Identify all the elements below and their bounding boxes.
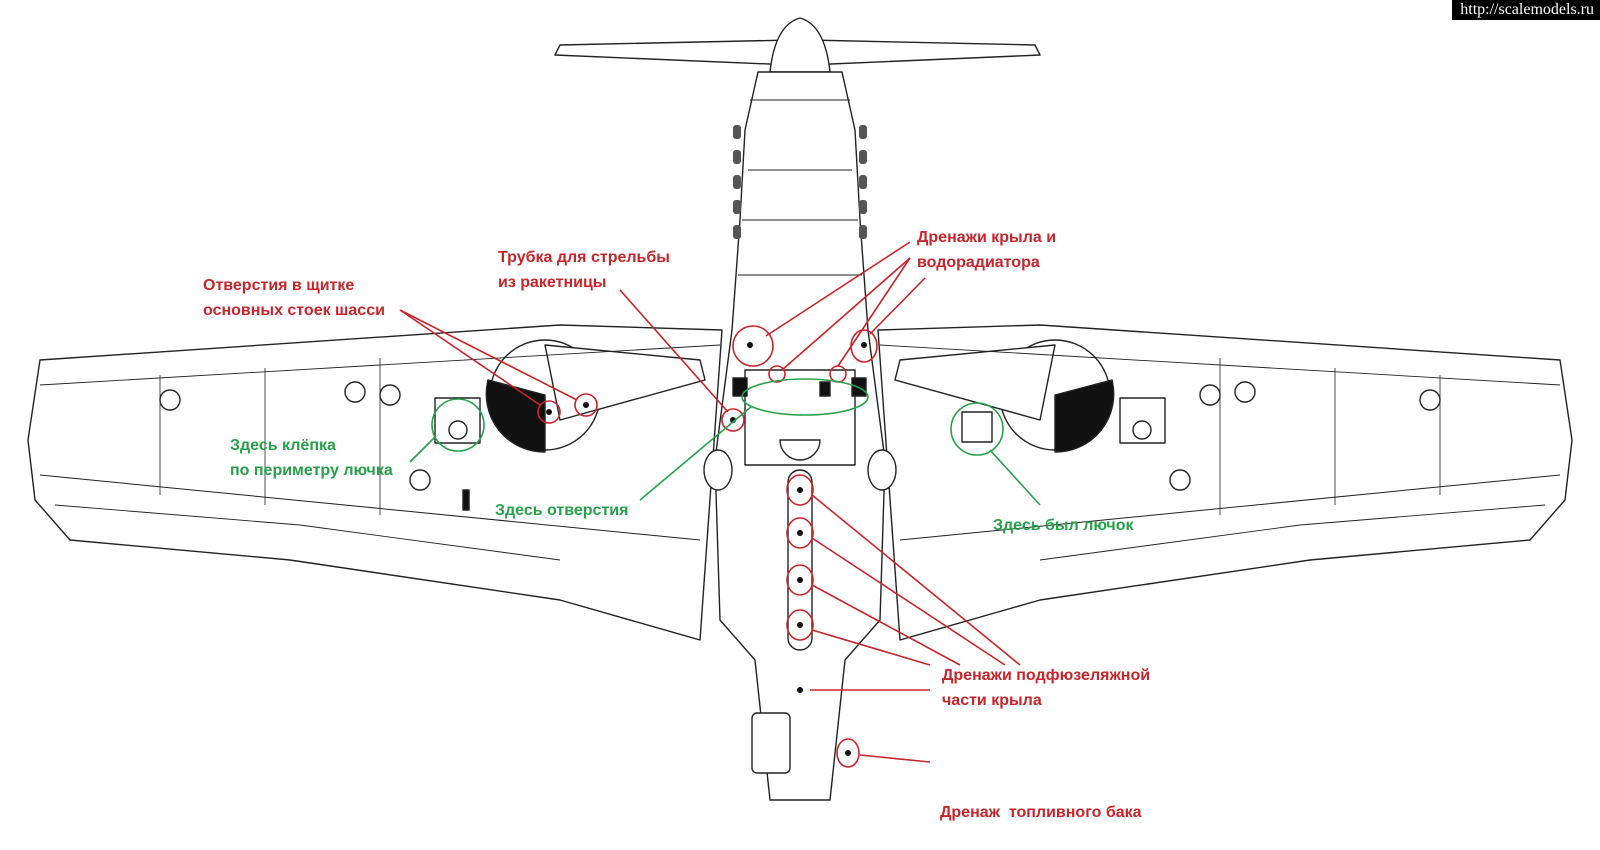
right-landing-gear (894, 339, 1115, 453)
annotation-fuel-tank-drain: Дренаж топливного бака (940, 804, 1142, 821)
annotation-flare-gun-tube: Трубка для стрельбы из ракетницы (498, 249, 670, 291)
aircraft-underside-drawing (27, 17, 1573, 801)
annotation-was-hatch: Здесь был лючок (993, 517, 1134, 534)
annotation-wing-radiator-drains: Дренажи крыла и водорадиатора (917, 229, 1057, 271)
spinner (769, 17, 831, 73)
left-landing-gear (485, 339, 706, 453)
red-callouts (399, 241, 1021, 768)
annotation-underfuselage-wing-drains: Дренажи подфюзеляжной части крыла (942, 667, 1151, 709)
propeller-blade-left (554, 39, 793, 66)
annotation-rivets-hatch: Здесь клёпка по периметру лючка (230, 437, 393, 479)
annotation-holes-here: Здесь отверстия (495, 502, 629, 519)
ventral-channel (787, 469, 813, 651)
green-callouts (409, 378, 1041, 506)
exhaust-stubs (733, 125, 867, 239)
former-hatch (961, 411, 993, 443)
source-watermark: http://scalemodels.ru (1452, 0, 1600, 20)
annotation-chassis-flap-holes: Отверстия в щитке основных стоек шасси (203, 277, 385, 319)
propeller-blade-right (807, 39, 1041, 66)
